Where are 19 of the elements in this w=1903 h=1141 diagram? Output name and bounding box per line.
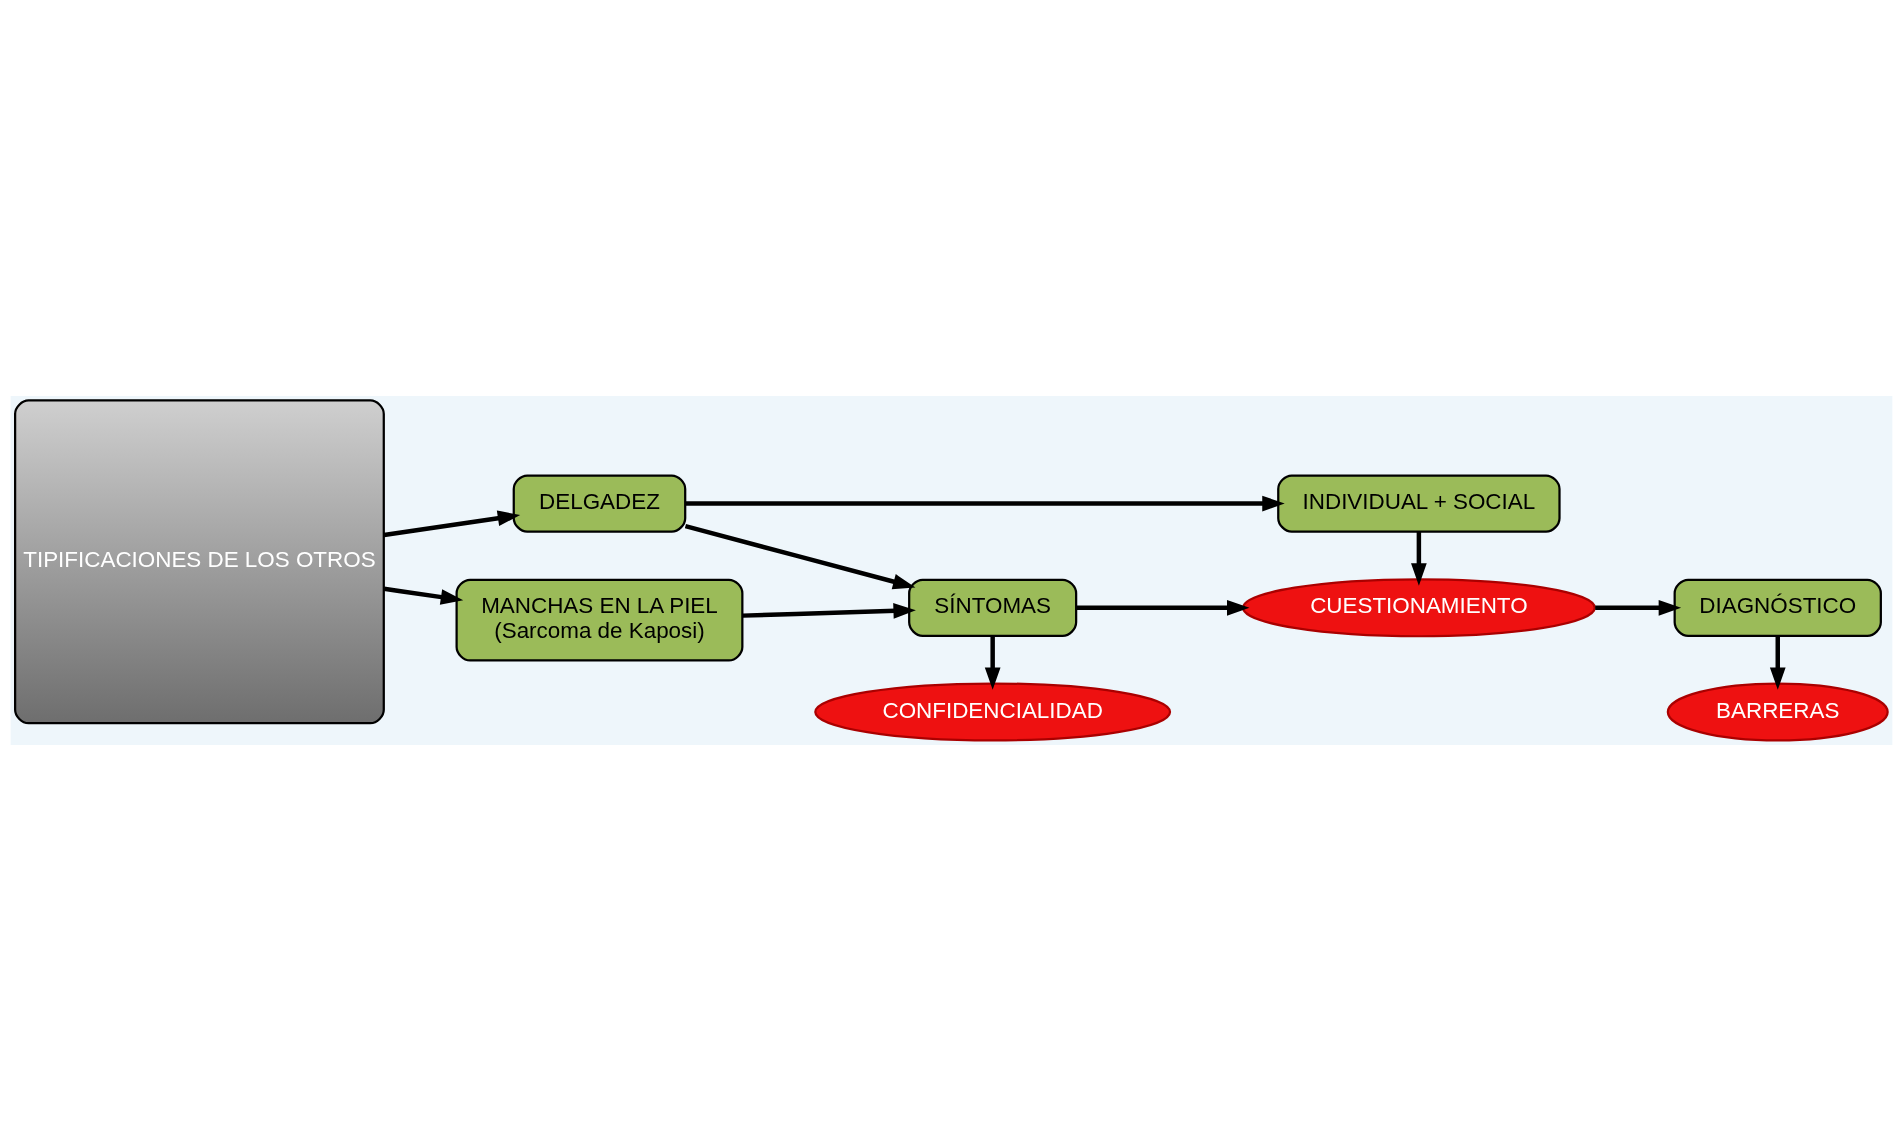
arrow [742, 603, 916, 619]
arrow [383, 586, 464, 605]
node-box: MANCHAS EN LA PIEL (Sarcoma de Kaposi) [455, 578, 744, 662]
node-box: DIAGNÓSTICO [1673, 578, 1882, 637]
arrow [685, 495, 1285, 512]
node-box: DELGADEZ [512, 474, 687, 533]
node-box: TIPIFICACIONES DE LOS OTROS [14, 399, 385, 725]
arrow [1411, 531, 1427, 586]
arrow [1595, 599, 1682, 616]
arrow [1769, 636, 1786, 690]
arrow [684, 524, 916, 590]
node-ellipse: CONFIDENCIALIDAD [814, 682, 1172, 742]
node-box: INDIVIDUAL + SOCIAL [1277, 474, 1561, 533]
node-ellipse: CUESTIONAMIENTO [1241, 578, 1596, 638]
arrow [984, 636, 1001, 690]
node-box: SÍNTOMAS [908, 578, 1078, 637]
arrow [383, 510, 521, 538]
node-ellipse: BARRERAS [1666, 682, 1889, 742]
arrow [1076, 599, 1250, 616]
